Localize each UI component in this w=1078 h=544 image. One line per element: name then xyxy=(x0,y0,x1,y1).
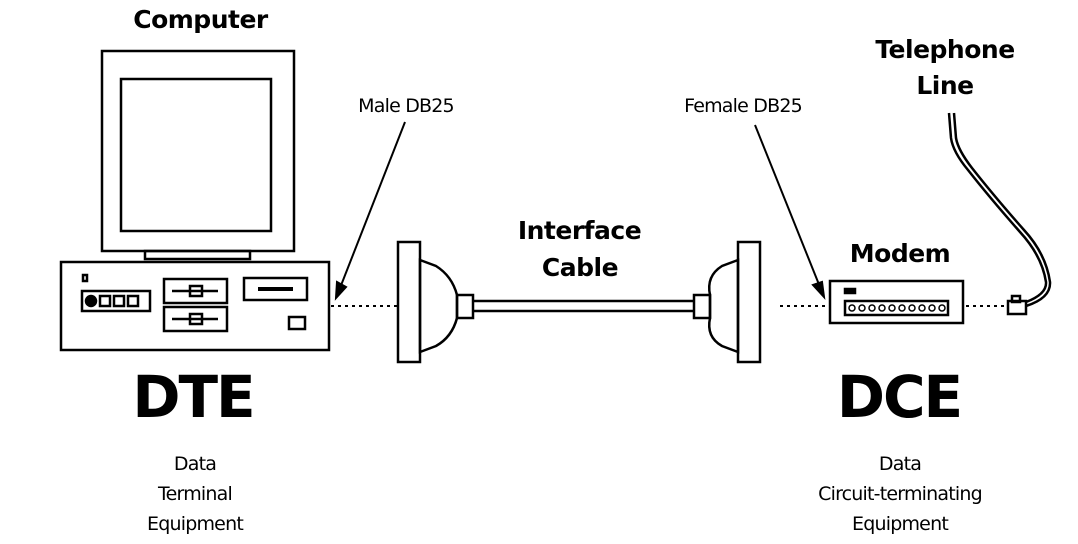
modem-icon xyxy=(828,279,965,325)
telephone-line-icon xyxy=(947,112,1052,316)
dte-desc-line1: Data xyxy=(173,453,217,475)
interface-cable-icon xyxy=(473,299,694,313)
modem-label: Modem xyxy=(849,239,951,268)
telephone-label-line1: Telephone xyxy=(875,35,1015,64)
dce-desc-line2: Circuit-terminating xyxy=(818,483,983,505)
interface-cable-label-line1: Interface xyxy=(517,216,642,245)
male-db25-connector-icon xyxy=(396,240,475,364)
dce-desc-line3: Equipment xyxy=(852,513,949,535)
female-db25-label: Female DB25 xyxy=(684,95,803,117)
interface-cable-label-line2: Cable xyxy=(541,253,619,282)
male-db25-label: Male DB25 xyxy=(358,95,454,117)
computer-unit-icon xyxy=(59,260,331,352)
dce-label: DCE xyxy=(836,363,963,431)
dte-label: DTE xyxy=(132,363,255,431)
pointer-arrows xyxy=(334,121,826,301)
dte-desc-line3: Equipment xyxy=(147,513,244,535)
dce-desc-line1: Data xyxy=(878,453,922,475)
dte-desc-line2: Terminal xyxy=(158,483,233,505)
monitor-icon xyxy=(100,49,296,261)
computer-label: Computer xyxy=(133,5,268,34)
telephone-label-line2: Line xyxy=(916,71,974,100)
female-db25-connector-icon xyxy=(692,240,762,364)
